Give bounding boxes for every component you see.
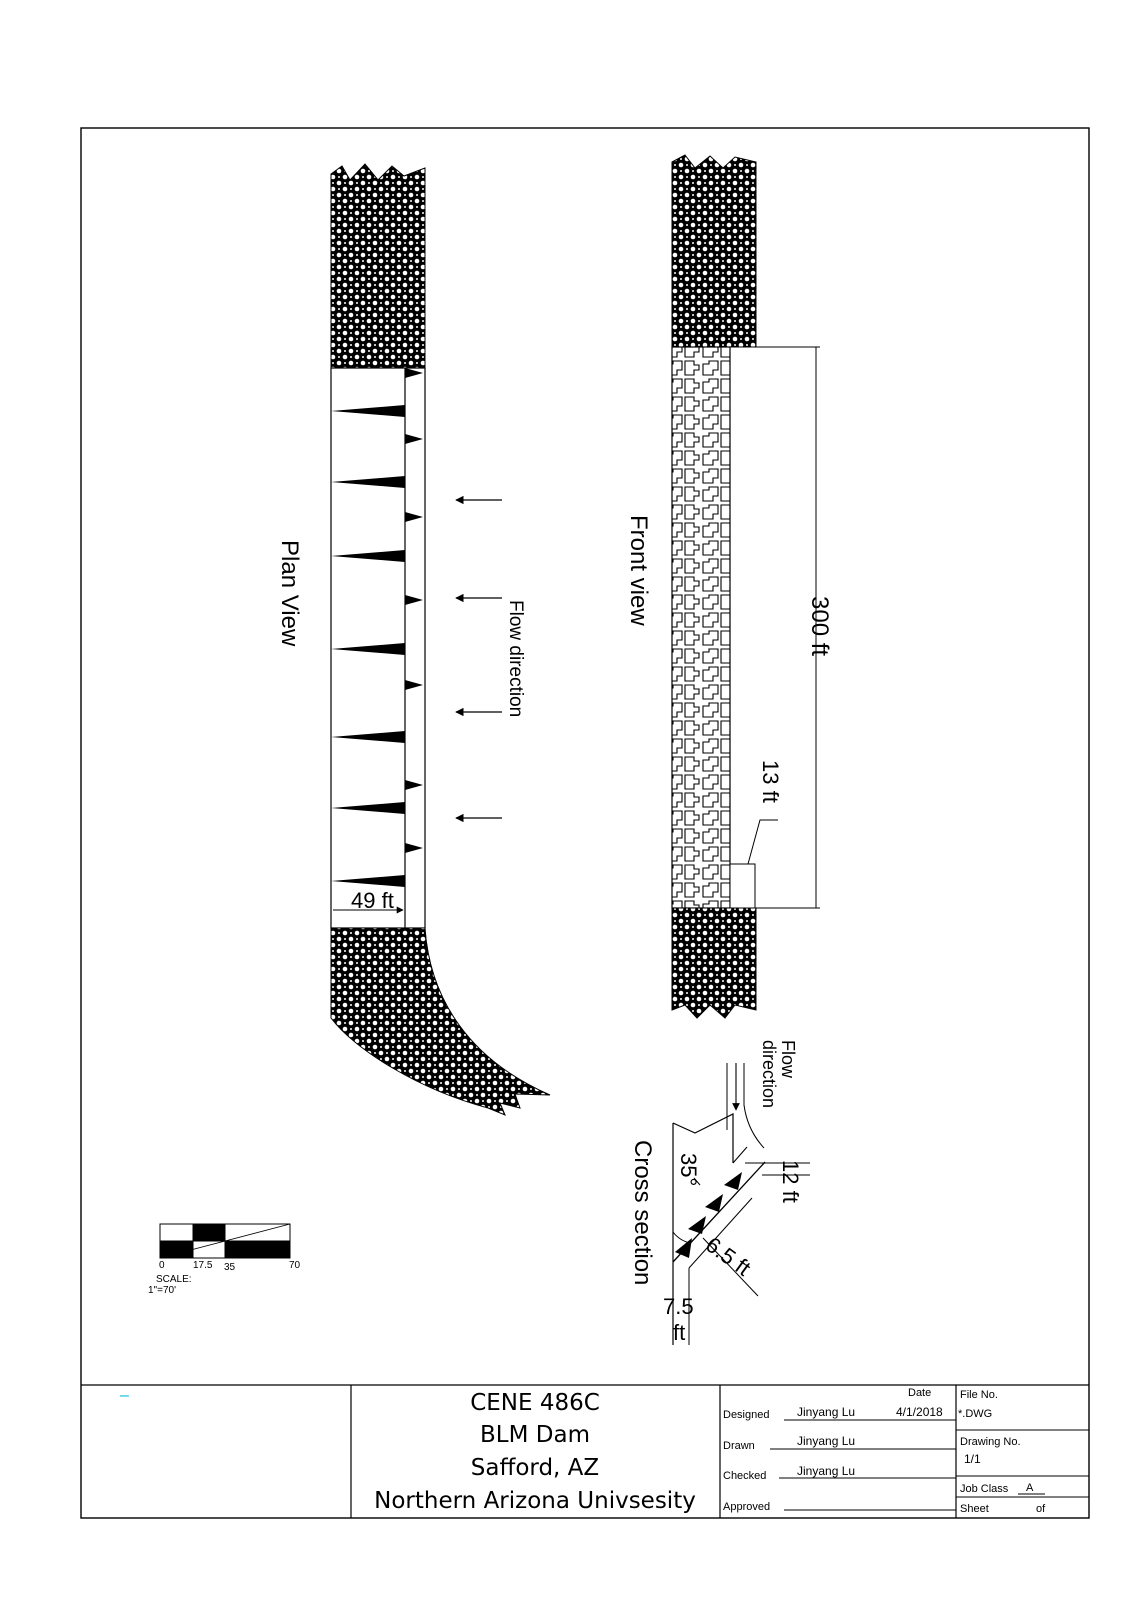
front-length-dim: 300 ft (806, 596, 833, 656)
scale-bar: 0 17.5 35 70 SCALE: 1"=70' (148, 1223, 301, 1296)
cs-angle: 35° (676, 1153, 701, 1186)
tb-sheet-of: of (1036, 1503, 1046, 1515)
cs-angle-arc (672, 1231, 691, 1244)
plan-view-title: Plan View (276, 540, 303, 647)
scale-segment (159, 1240, 194, 1259)
plan-baffle (331, 476, 405, 488)
scale-tick-1: 17.5 (193, 1260, 213, 1271)
tb-project-line-2: BLM Dam (480, 1422, 590, 1448)
scale-tick-2: 35 (224, 1262, 236, 1273)
cs-baffle (675, 1238, 692, 1258)
tb-job-class-label: Job Class (960, 1483, 1009, 1495)
cs-slope-dim: 6.5 ft (701, 1232, 755, 1281)
plan-downstream-riprap (330, 927, 551, 1116)
front-top-riprap (671, 154, 757, 348)
cs-angle-leader (693, 1177, 701, 1186)
cs-baffle (705, 1194, 723, 1212)
front-view: 300 ft 13 ft Front view (625, 154, 833, 1019)
plan-upstream-riprap (330, 163, 426, 369)
plan-baffle (331, 731, 405, 743)
tb-role-drawn: Drawn (723, 1440, 755, 1452)
cs-flow-curve (743, 1063, 765, 1149)
tb-drawing-no-value: 1/1 (964, 1452, 981, 1466)
front-dam-blocks (671, 346, 731, 909)
plan-baffle (331, 643, 405, 655)
sheet-border (80, 127, 1090, 1519)
scale-segment (192, 1223, 226, 1242)
scale-segment (224, 1240, 291, 1259)
cs-base-dim-2: ft (673, 1320, 685, 1345)
cs-flow-label-1: Flow (778, 1040, 798, 1079)
tb-project-line-4: Northern Arizona Univsesity (374, 1488, 696, 1514)
plan-tooth (405, 680, 423, 690)
tb-project-line-1: CENE 486C (470, 1390, 600, 1416)
front-height-leader (747, 819, 778, 865)
tb-date-header: Date (908, 1387, 931, 1399)
scale-ratio: 1"=70' (148, 1285, 176, 1296)
tb-role-approved: Approved (723, 1501, 770, 1513)
plan-tooth (405, 843, 423, 853)
tb-role-designed: Designed (723, 1409, 769, 1421)
plan-view: 49 ft Plan View Flow direction (276, 163, 551, 1116)
tb-name-drawn: Jinyang Lu (797, 1434, 855, 1448)
scale-tick-0: 0 (159, 1260, 165, 1271)
tb-project-line-3: Safford, AZ (471, 1455, 599, 1481)
cross-section: 35° 12 ft 6.5 ft 7.5 ft Cross section Fl… (629, 1040, 810, 1345)
plan-baffle (331, 405, 405, 417)
tb-name-checked: Jinyang Lu (797, 1464, 855, 1478)
scale-label: SCALE: (156, 1274, 192, 1285)
cs-drop-dim: 12 ft (778, 1160, 803, 1203)
cross-section-title: Cross section (629, 1140, 656, 1285)
cs-spillway-face (688, 1197, 753, 1269)
plan-flow-arrows (455, 495, 502, 823)
tb-job-class-value: A (1026, 1482, 1034, 1494)
cs-flow-label-2: direction (759, 1040, 779, 1108)
tb-drawing-no-label: Drawing No. (960, 1436, 1021, 1448)
tb-name-designed: Jinyang Lu (797, 1405, 855, 1419)
cs-ground-profile (672, 1113, 734, 1163)
cs-baffle (688, 1216, 706, 1234)
scale-segment (159, 1223, 194, 1242)
front-view-title: Front view (625, 515, 652, 626)
plan-tooth (405, 595, 423, 605)
plan-baffle (331, 875, 405, 887)
scale-segment (192, 1240, 226, 1259)
front-height-dim: 13 ft (758, 760, 783, 803)
plan-baffles (331, 368, 423, 887)
plan-tooth (405, 780, 423, 790)
cs-base-dim-1: 7.5 (663, 1294, 694, 1319)
tb-sheet-label: Sheet (960, 1503, 989, 1515)
plan-flow-label: Flow direction (505, 600, 526, 717)
tb-marker: – (120, 1387, 129, 1404)
scale-tick-3: 70 (289, 1260, 301, 1271)
plan-baffle (331, 802, 405, 814)
tb-file-no-value: *.DWG (958, 1408, 992, 1420)
tb-file-no-label: File No. (960, 1389, 998, 1401)
title-block: – CENE 486C BLM Dam Safford, AZ Northern… (81, 1384, 1089, 1518)
tb-date-designed: 4/1/2018 (896, 1405, 943, 1419)
cs-slope-dim-line (702, 1237, 759, 1297)
tb-role-checked: Checked (723, 1470, 766, 1482)
scale-diagonal (159, 1223, 291, 1259)
cs-upstream-face (732, 1146, 748, 1164)
cs-baffles (675, 1172, 742, 1258)
plan-width-dim: 49 ft (351, 888, 394, 913)
plan-tooth (405, 368, 423, 378)
front-gate-box (729, 863, 756, 909)
plan-tooth (405, 512, 423, 522)
front-bottom-riprap (671, 907, 757, 1019)
cs-baffle (724, 1172, 742, 1190)
plan-baffle (331, 550, 405, 562)
plan-tooth (405, 434, 423, 444)
